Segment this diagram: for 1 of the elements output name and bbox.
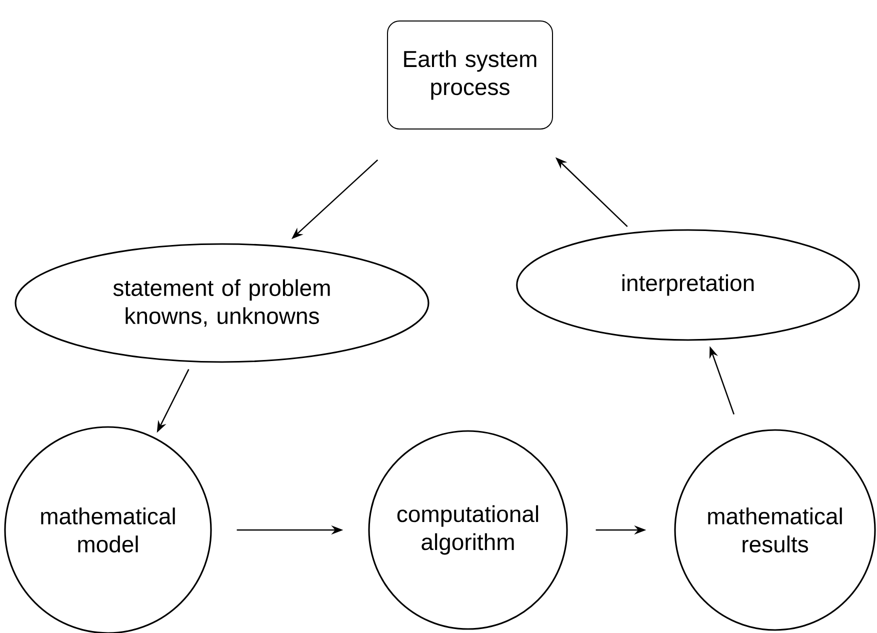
earth-process-box: Earth system process	[387, 20, 553, 130]
